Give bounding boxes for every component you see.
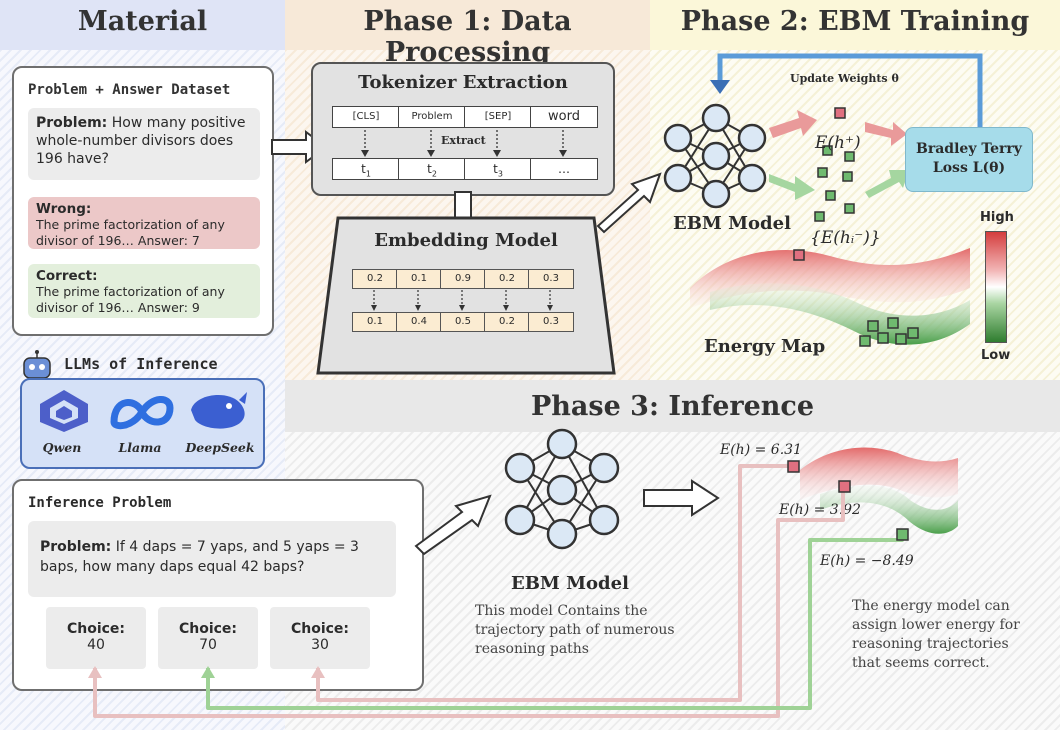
token-cell-3: [SEP] [464,106,532,128]
legend-low-label: Low [981,348,1011,363]
embedding-row1-cell-4: 0.2 [484,269,530,289]
embedding-row2-cell-5: 0.3 [528,312,574,332]
llms-box: Qwen Llama DeepSeek [20,378,265,469]
token-cell-4: word [530,106,598,128]
ebm-inference-description: This model Contains the trajectory path … [475,603,675,657]
token-cell-2: Problem [398,106,466,128]
choice-1[interactable]: Choice: 40 [46,607,146,669]
energy-value-2: E(h) = 3.92 [779,502,861,518]
token-id-1: t1 [332,158,400,180]
loss-line-1: Bradley Terry [916,141,1022,157]
dataset-wrong-box: Wrong: The prime factorization of any di… [28,197,260,249]
dataset-problem-box: Problem: How many positive whole-number … [28,108,260,180]
tokenizer-box: Tokenizer Extraction [CLS] Problem [SEP]… [311,62,615,196]
ebm-inference-network-icon [504,428,620,550]
ebm-training-label: EBM Model [673,213,791,234]
embedding-dotted-arrows [371,290,553,311]
dataset-wrong-text: The prime factorization of any divisor o… [36,217,225,248]
material-header-bg [0,0,285,50]
negative-energy-label: {E(hᵢ⁻)} [810,228,881,248]
dataset-card: Problem + Answer Dataset Problem: How ma… [12,66,274,336]
positive-energy-label: E(h⁺) [815,133,861,153]
phase2-title: Phase 2: EBM Training [680,6,1030,37]
ebm-inference-label: EBM Model [511,573,629,594]
inference-problem-box: Problem: If 4 daps = 7 yaps, and 5 yaps … [28,521,396,597]
embedding-row2-cell-1: 0.1 [352,312,398,332]
dataset-title: Problem + Answer Dataset [28,82,231,98]
ebm-to-energy-arrow [643,479,720,517]
energy-samples [769,107,909,222]
choice-3-label: Choice: [290,621,350,637]
bradley-terry-loss-box: Bradley Terry Loss L(θ) [905,127,1033,192]
energy-color-legend [985,231,1007,343]
inference-problem-card: Inference Problem Problem: If 4 daps = 7… [12,479,424,691]
inference-note: The energy model can assign lower energy… [852,598,1020,671]
energy-map-label: Energy Map [704,336,826,357]
embedding-row1-cell-5: 0.3 [528,269,574,289]
problem-to-ebm-arrow [414,494,492,556]
extract-label: Extract [441,134,486,147]
choice-2-value: 70 [199,637,217,653]
loss-line-2: Loss L(θ) [932,160,1006,176]
dataset-wrong-label: Wrong: [36,201,92,217]
phase1-header-bg [285,0,650,50]
embedding-row2-cell-3: 0.5 [440,312,486,332]
dataset-problem-text: How many positive whole-number divisors … [36,115,246,167]
energy-value-3: E(h) = −8.49 [820,553,914,569]
inference-problem-title: Inference Problem [28,495,172,511]
update-weights-loop [710,53,983,134]
embedding-row1-cell-1: 0.2 [352,269,398,289]
update-weights-label: Update Weights θ [790,72,899,85]
tokenizer-title: Tokenizer Extraction [358,72,568,93]
dataset-problem-label: Problem: [36,115,108,131]
token-id-2: t2 [398,158,466,180]
token-cell-1: [CLS] [332,106,400,128]
energy-value-1: E(h) = 6.31 [720,442,802,458]
phase3-header-bg [285,380,1060,432]
embedding-to-ebm-arrow [596,172,662,234]
dataset-correct-label: Correct: [36,268,98,284]
llm-name-deepseek: DeepSeek [185,440,255,455]
choice-3-value: 30 [311,637,329,653]
material-title: Material [77,6,208,37]
choice-3[interactable]: Choice: 30 [270,607,370,669]
embedding-row2-cell-4: 0.2 [484,312,530,332]
token-id-4: … [530,158,598,180]
choice-1-value: 40 [87,637,105,653]
llms-title: LLMs of Inference [64,355,218,373]
token-id-3: t3 [464,158,532,180]
choice-2-label: Choice: [178,621,238,637]
qwen-logo-icon [40,390,88,432]
ebm-training-network-icon [663,103,767,209]
embedding-row1-cell-2: 0.1 [396,269,442,289]
choice-2[interactable]: Choice: 70 [158,607,258,669]
embedding-model-shape [316,216,616,375]
embedding-row1-cell-3: 0.9 [440,269,486,289]
phase3-title: Phase 3: Inference [530,391,815,422]
dataset-correct-text: The prime factorization of any divisor o… [36,284,225,315]
dataset-correct-box: Correct: The prime factorization of any … [28,264,260,318]
energy-map-surface [690,248,970,347]
phase2-header-bg [650,0,1060,50]
llm-name-qwen: Qwen [42,440,82,455]
llama-logo-icon [110,396,174,430]
llm-name-llama: Llama [118,440,162,455]
tokenizer-dotted-arrows [361,130,567,157]
deepseek-logo-icon [191,392,247,429]
choice-1-label: Choice: [66,621,126,637]
phase1-title: Phase 1: Data Processing [363,6,572,68]
legend-high-label: High [980,210,1014,225]
embedding-row2-cell-2: 0.4 [396,312,442,332]
embedding-title: Embedding Model [374,230,558,251]
inference-problem-label: Problem: [40,539,112,555]
